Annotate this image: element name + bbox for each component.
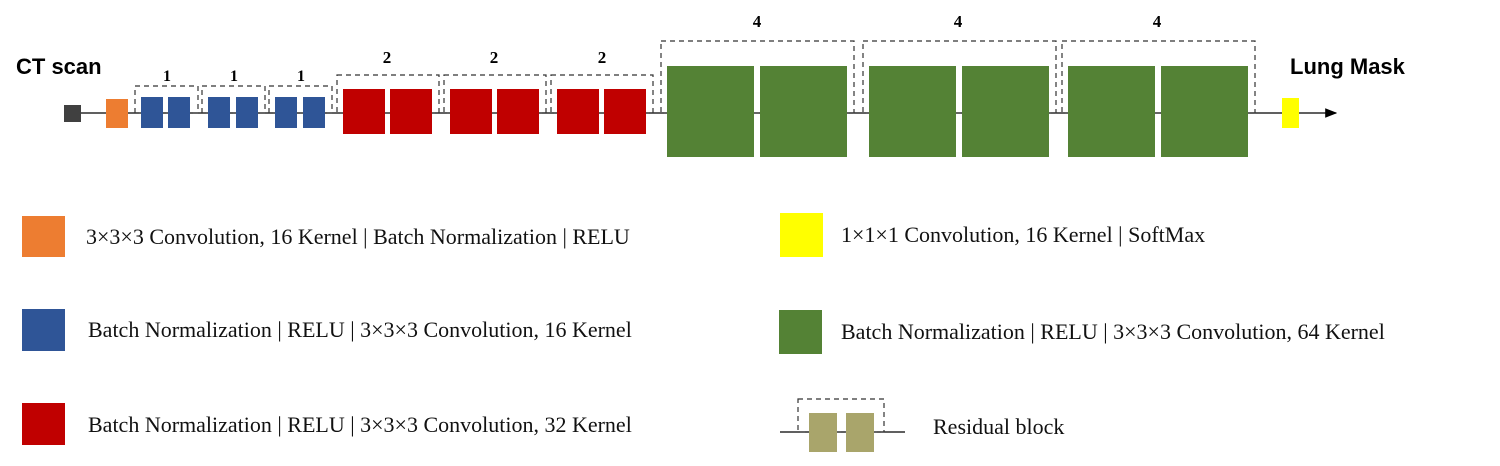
legend-label: Batch Normalization | RELU | 3×3×3 Convo…: [88, 317, 632, 342]
red-block: [450, 89, 492, 134]
blue-block: [303, 97, 325, 128]
group-count: 1: [163, 68, 171, 85]
legend-label: 3×3×3 Convolution, 16 Kernel | Batch Nor…: [86, 224, 630, 249]
legend-label: Residual block: [933, 414, 1064, 439]
blue-group-2: 1: [201, 68, 266, 128]
green-block: [1161, 66, 1248, 157]
legend-item-residual: Residual block: [780, 398, 1064, 452]
red-block: [343, 89, 385, 134]
residual-bracket: [660, 40, 855, 114]
group-count: 2: [383, 48, 392, 67]
legend-label: 1×1×1 Convolution, 16 Kernel | SoftMax: [841, 222, 1205, 247]
blue-block: [275, 97, 297, 128]
legend-item-green: Batch Normalization | RELU | 3×3×3 Convo…: [779, 310, 1385, 354]
red-group-1: 2: [336, 48, 440, 134]
blue-block: [168, 97, 190, 128]
group-count: 2: [490, 48, 499, 67]
group-count: 1: [297, 68, 305, 85]
legend-label: Batch Normalization | RELU | 3×3×3 Convo…: [841, 319, 1385, 344]
green-block: [962, 66, 1049, 157]
blue-group-1: 1: [134, 68, 199, 128]
residual-bracket: [862, 40, 1057, 114]
residual-example-block: [809, 413, 837, 452]
legend-swatch: [22, 216, 65, 257]
blue-block: [141, 97, 163, 128]
residual-bracket: [443, 74, 547, 114]
legend-item-red: Batch Normalization | RELU | 3×3×3 Convo…: [22, 403, 632, 445]
legend-swatch: [779, 310, 822, 354]
first-conv-block: [106, 99, 128, 128]
red-block: [390, 89, 432, 134]
red-group-3: 2: [550, 48, 654, 134]
output-label: Lung Mask: [1290, 54, 1406, 79]
group-count: 4: [1153, 12, 1162, 31]
blue-block: [208, 97, 230, 128]
input-label: CT scan: [16, 54, 102, 79]
residual-bracket: [134, 85, 199, 114]
legend-label: Batch Normalization | RELU | 3×3×3 Convo…: [88, 412, 632, 437]
green-block: [1068, 66, 1155, 157]
legend-item-softmax: 1×1×1 Convolution, 16 Kernel | SoftMax: [780, 213, 1205, 257]
residual-bracket: [550, 74, 654, 114]
red-group-2: 2: [443, 48, 547, 134]
group-count: 2: [598, 48, 607, 67]
softmax-block: [1282, 98, 1299, 128]
residual-example-bracket: [797, 398, 885, 433]
residual-bracket: [268, 85, 333, 114]
legend-swatch: [22, 403, 65, 445]
residual-bracket: [336, 74, 440, 114]
residual-bracket: [1061, 40, 1256, 114]
blue-block: [236, 97, 258, 128]
green-block: [667, 66, 754, 157]
legend-swatch: [22, 309, 65, 351]
residual-bracket: [201, 85, 266, 114]
green-group-3: 4: [1061, 12, 1256, 157]
green-group-1: 4: [660, 12, 855, 157]
green-group-2: 4: [862, 12, 1057, 157]
residual-example-block: [846, 413, 874, 452]
blue-group-3: 1: [268, 68, 333, 128]
legend-item-conv-first: 3×3×3 Convolution, 16 Kernel | Batch Nor…: [22, 216, 630, 257]
red-block: [497, 89, 539, 134]
green-block: [869, 66, 956, 157]
group-count: 4: [954, 12, 963, 31]
red-block: [557, 89, 599, 134]
red-block: [604, 89, 646, 134]
group-count: 4: [753, 12, 762, 31]
legend-item-blue: Batch Normalization | RELU | 3×3×3 Convo…: [22, 309, 632, 351]
green-block: [760, 66, 847, 157]
input-block: [64, 105, 81, 122]
legend-swatch: [780, 213, 823, 257]
legend: 3×3×3 Convolution, 16 Kernel | Batch Nor…: [22, 213, 1385, 452]
group-count: 1: [230, 68, 238, 85]
